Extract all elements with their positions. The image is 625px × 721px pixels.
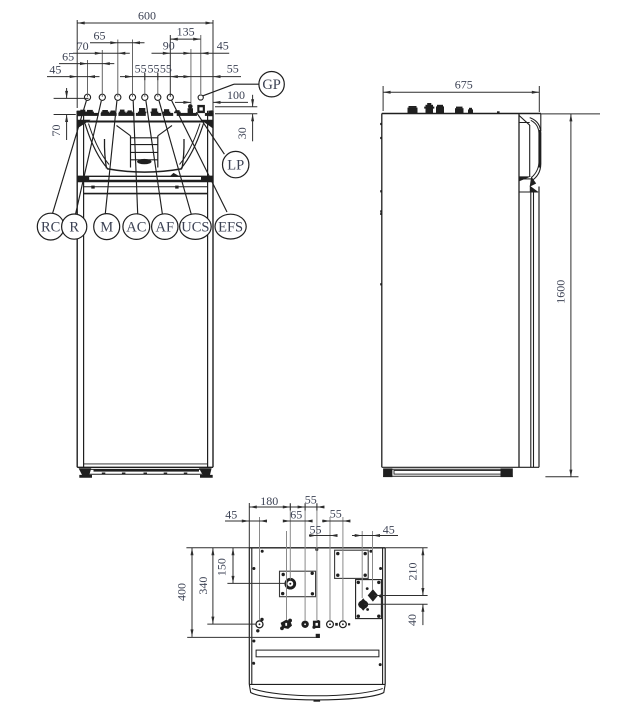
svg-text:45: 45	[383, 522, 395, 536]
svg-text:340: 340	[196, 577, 210, 595]
svg-text:100: 100	[227, 88, 245, 102]
svg-text:55: 55	[135, 62, 147, 76]
svg-text:55: 55	[330, 506, 342, 520]
svg-text:1600: 1600	[554, 280, 568, 304]
svg-text:AC: AC	[126, 220, 146, 236]
svg-text:M: M	[100, 220, 113, 236]
svg-text:55: 55	[148, 62, 160, 76]
svg-text:55: 55	[305, 492, 317, 506]
svg-text:90: 90	[163, 38, 175, 52]
svg-text:UCS: UCS	[181, 220, 209, 236]
svg-text:135: 135	[177, 24, 195, 38]
svg-text:400: 400	[174, 583, 188, 601]
svg-text:55: 55	[160, 62, 172, 76]
svg-text:65: 65	[62, 49, 74, 63]
svg-text:600: 600	[138, 9, 156, 23]
svg-text:EFS: EFS	[218, 220, 243, 236]
svg-text:180: 180	[260, 494, 278, 508]
svg-text:675: 675	[455, 78, 473, 92]
svg-text:55: 55	[227, 62, 239, 76]
svg-text:55: 55	[310, 523, 322, 537]
svg-text:RC: RC	[41, 220, 60, 236]
svg-text:LP: LP	[227, 158, 244, 174]
svg-text:210: 210	[406, 563, 420, 581]
svg-text:30: 30	[235, 127, 249, 139]
svg-text:150: 150	[215, 558, 229, 576]
svg-text:40: 40	[405, 614, 419, 626]
svg-text:65: 65	[290, 507, 302, 521]
svg-text:45: 45	[225, 507, 237, 521]
svg-text:45: 45	[49, 62, 61, 76]
svg-text:GP: GP	[262, 77, 281, 93]
svg-text:70: 70	[77, 39, 89, 53]
svg-text:AF: AF	[156, 220, 175, 236]
svg-text:45: 45	[217, 38, 229, 52]
svg-text:R: R	[69, 220, 79, 236]
svg-text:65: 65	[94, 29, 106, 43]
svg-text:70: 70	[49, 125, 63, 137]
